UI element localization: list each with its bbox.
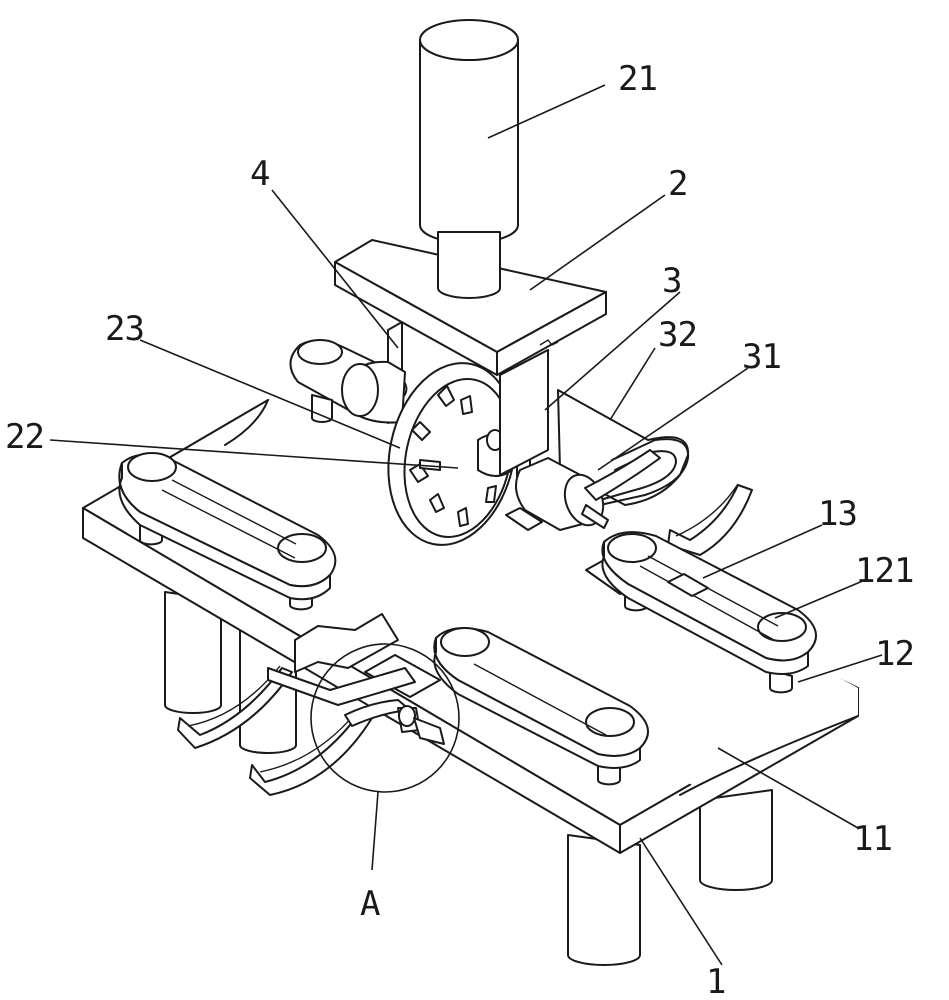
part-labels: 21 4 2 3 23 32 31 22 13 121 12 11 A 1 (5, 59, 915, 1000)
label-32: 32 (658, 315, 697, 355)
label-4: 4 (250, 154, 269, 194)
upper-clamp-jaws (667, 483, 753, 556)
front-center-belt-conveyor (433, 627, 649, 786)
support-legs (164, 591, 773, 966)
front-right-belt-conveyor (601, 531, 817, 694)
leader-lines (49, 84, 883, 966)
label-121: 121 (855, 551, 913, 591)
rear-right-belt-conveyor (557, 389, 690, 506)
label-31: 31 (742, 337, 781, 377)
front-left-belt-conveyor (118, 452, 337, 611)
detail-circle-a (310, 643, 460, 871)
saw-disc (387, 362, 517, 546)
label-23: 23 (105, 309, 144, 349)
label-21: 21 (618, 59, 657, 99)
horizontal-cylinder (515, 449, 661, 531)
top-mounting-plate (334, 231, 607, 376)
label-11: 11 (853, 819, 892, 859)
clamp-linkage (267, 667, 445, 745)
label-a: A (360, 884, 380, 924)
trough-surface (224, 395, 859, 796)
label-3: 3 (662, 261, 681, 301)
label-12: 12 (875, 634, 914, 674)
label-22: 22 (5, 417, 44, 457)
disc-drive-motor (341, 360, 406, 424)
label-2: 2 (668, 164, 687, 204)
label-13: 13 (818, 494, 857, 534)
label-1: 1 (706, 962, 725, 1000)
frame-post-3 (499, 349, 549, 476)
